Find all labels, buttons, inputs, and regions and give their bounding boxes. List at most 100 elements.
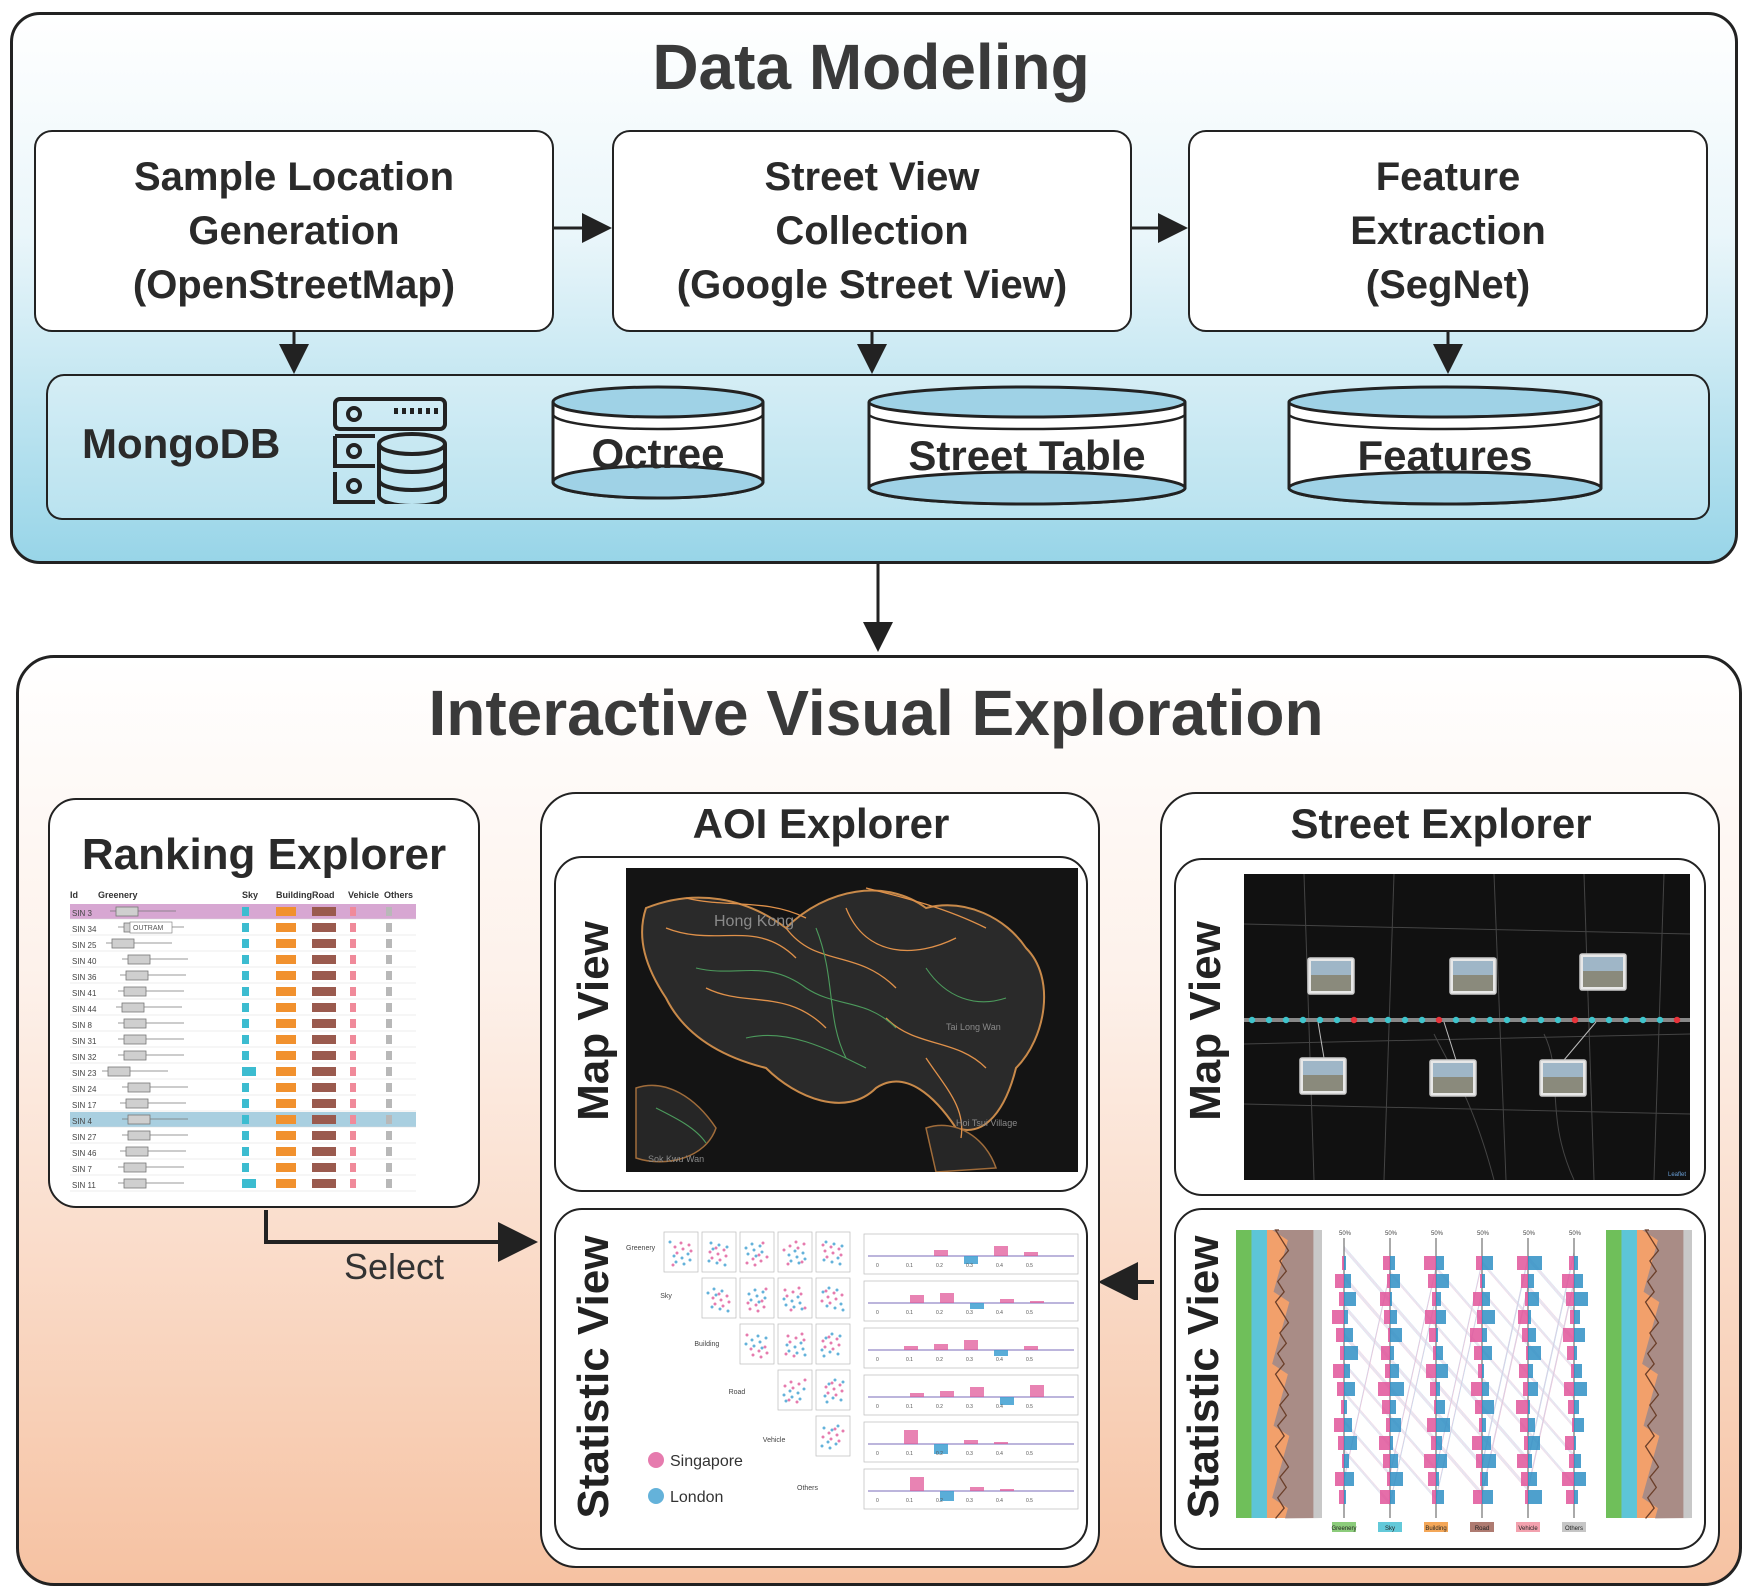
row-id: SIN 36 (72, 973, 97, 982)
scatter-point (718, 1258, 722, 1262)
scatter-cell (815, 1415, 851, 1457)
axis-label: Greenery (1331, 1526, 1356, 1532)
scatter-point (790, 1299, 794, 1303)
building-bar (276, 1035, 296, 1044)
row-id: SIN 40 (72, 957, 97, 966)
hist-singapore (1427, 1418, 1436, 1432)
hist-london (1528, 1436, 1540, 1450)
scatter-axis-label: Sky (660, 1293, 672, 1300)
building-bar (276, 1115, 296, 1124)
scatter-point (687, 1243, 691, 1247)
scatter-point (801, 1347, 805, 1351)
ranking-row: SIN 31 (70, 1034, 416, 1048)
scatter-point (823, 1249, 827, 1253)
vehicle-bar (350, 987, 356, 996)
scatter-point (791, 1290, 795, 1294)
road-line (885, 1017, 987, 1069)
scatter-point (820, 1444, 824, 1448)
scatter-point (841, 1380, 845, 1384)
street-map[interactable]: Leaflet (1244, 874, 1690, 1180)
scatter-point (796, 1295, 800, 1299)
scatter-point (828, 1350, 832, 1354)
hist-singapore (1388, 1328, 1390, 1342)
hist-london (1390, 1328, 1402, 1342)
scatter-point (797, 1382, 801, 1386)
sample-point (1282, 1016, 1290, 1024)
scatter-point (840, 1389, 844, 1393)
hist-singapore (1385, 1364, 1390, 1378)
hist-london (1574, 1256, 1578, 1270)
road-bar (312, 1067, 336, 1076)
axis-top-label: 50% (1339, 1231, 1352, 1237)
hist-singapore (1568, 1400, 1574, 1414)
street-thumbnail (1429, 1059, 1477, 1097)
building-bar (276, 1179, 296, 1188)
scatter-point (689, 1249, 693, 1253)
scatter-point (834, 1442, 838, 1446)
hist-singapore (1475, 1400, 1482, 1414)
box-plot (127, 1114, 151, 1125)
street-statistic-chart[interactable]: 50%Greenery50%Sky50%Building50%Road50%Ve… (1232, 1226, 1698, 1538)
hist-london (1574, 1472, 1586, 1486)
sky-bar (242, 1179, 256, 1188)
scatter-point (827, 1335, 831, 1339)
hist-singapore (1518, 1310, 1528, 1324)
street-table-collection-icon (867, 385, 1187, 506)
building-bar (276, 1131, 296, 1140)
histogram-tick: 0 (876, 1263, 879, 1269)
row-id: SIN 24 (72, 1085, 97, 1094)
step-line: (SegNet) (1365, 263, 1531, 307)
parallel-axis: 50% Greenery (1331, 1231, 1358, 1532)
vehicle-bar (350, 1131, 356, 1140)
trail-line (815, 927, 847, 1059)
step-line: Generation (188, 209, 400, 253)
step-line: Street View (764, 155, 980, 199)
hist-london (1344, 1310, 1348, 1324)
hist-london (1436, 1346, 1443, 1360)
sample-point (1248, 1016, 1256, 1024)
histogram-bar-london (970, 1303, 984, 1309)
hist-london (1344, 1256, 1346, 1270)
vehicle-bar (350, 1083, 356, 1092)
scatter-point (680, 1256, 684, 1260)
hist-singapore (1519, 1364, 1528, 1378)
scatter-point (802, 1338, 806, 1342)
hist-london (1436, 1364, 1448, 1378)
hist-singapore (1570, 1310, 1574, 1324)
east-island (925, 1124, 998, 1172)
histogram-tick: 0 (876, 1310, 879, 1316)
hist-london (1574, 1400, 1579, 1414)
scatter-axis-label: Greenery (626, 1245, 656, 1252)
scatter-point (785, 1294, 789, 1298)
hist-singapore (1386, 1418, 1390, 1432)
histogram-bar-singapore (934, 1344, 948, 1350)
hist-singapore (1525, 1490, 1528, 1504)
sample-point (1418, 1016, 1426, 1024)
hist-london (1390, 1310, 1397, 1324)
building-bar (276, 907, 296, 916)
trend-line (1644, 1229, 1660, 1519)
step-line: Sample Location (133, 155, 455, 199)
hist-london (1574, 1292, 1588, 1306)
hist-london (1528, 1364, 1533, 1378)
scatter-point (799, 1292, 803, 1296)
histogram-bar-london (964, 1256, 978, 1264)
south-island (635, 1084, 717, 1163)
scatter-point (835, 1288, 839, 1292)
scatter-point (825, 1304, 829, 1308)
step-line: Collection (775, 209, 969, 253)
scatter-point (798, 1301, 802, 1305)
ranking-row: SIN 25 (70, 938, 416, 952)
hist-singapore (1387, 1472, 1390, 1486)
scatter-point (833, 1427, 837, 1431)
building-bar (276, 1003, 296, 1012)
step-sample-location: Sample Location Generation (OpenStreetMa… (34, 130, 554, 332)
histogram-bar-singapore (1030, 1385, 1044, 1397)
hist-london (1390, 1274, 1400, 1288)
scatter-point (791, 1386, 795, 1390)
ranking-row: SIN 7 (70, 1162, 416, 1176)
histogram-tick: 0.2 (936, 1498, 943, 1504)
scatter-point (793, 1249, 797, 1253)
